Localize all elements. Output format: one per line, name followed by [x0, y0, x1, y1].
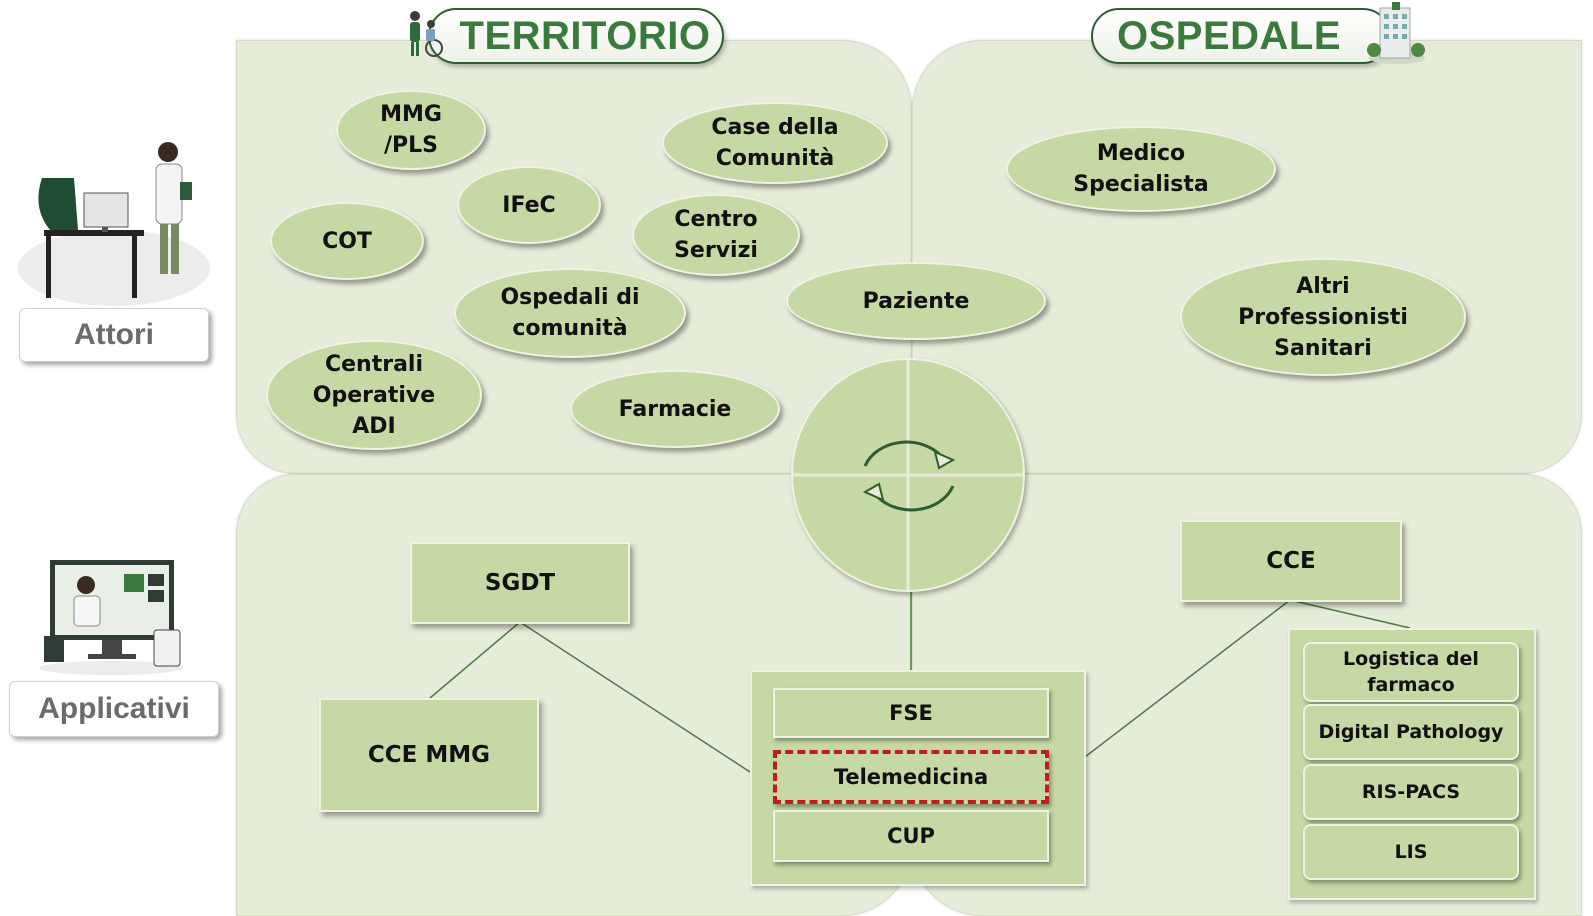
app-ris-pacs: RIS-PACS — [1303, 764, 1519, 820]
actor-centro-servizi: Centro Servizi — [632, 194, 800, 276]
actor-medico-specialista: Medico Specialista — [1006, 126, 1276, 212]
territorio-title: TERRITORIO — [459, 13, 711, 58]
ospedale-header: OSPEDALE — [1091, 8, 1391, 64]
doctor-wheelchair-icon — [410, 11, 443, 57]
applicativi-label-text: Applicativi — [38, 692, 190, 725]
app-sgdt: SGDT — [410, 542, 630, 624]
doctor-desk-illustration — [18, 142, 210, 306]
applicativi-label: Applicativi — [9, 681, 219, 737]
ospedale-title: OSPEDALE — [1116, 13, 1342, 58]
actor-ifec: IFeC — [457, 166, 601, 244]
telemedicine-computer-illustration — [39, 560, 183, 675]
hospital-building-icon — [1367, 2, 1425, 64]
territorio-header: TERRITORIO — [428, 8, 724, 64]
cycle-circle — [791, 358, 1025, 592]
actor-centrali-operative-adi: Centrali Operative ADI — [266, 340, 482, 450]
app-cce: CCE — [1180, 520, 1402, 602]
app-cup: CUP — [773, 810, 1049, 862]
actor-mmg-pls: MMG /PLS — [336, 90, 486, 170]
cce-to-telemedicina-line — [1063, 599, 1291, 774]
app-fse: FSE — [773, 688, 1049, 738]
actor-paziente: Paziente — [786, 262, 1046, 340]
actor-case-comunita: Case della Comunità — [662, 102, 888, 184]
app-lis: LIS — [1303, 824, 1519, 880]
sgdt-to-cce-mmg-line — [429, 621, 521, 699]
actor-ospedali-comunita: Ospedali di comunità — [454, 268, 686, 358]
app-telemedicina: Telemedicina — [773, 750, 1049, 804]
attori-label-text: Attori — [74, 318, 154, 351]
actor-altri-professionisti-sanitari: Altri Professionisti Sanitari — [1180, 258, 1466, 376]
attori-label: Attori — [19, 308, 209, 362]
actor-cot: COT — [270, 202, 424, 280]
sgdt-to-telemedicina-line — [519, 621, 771, 786]
ospedale-actors-quadrant — [912, 40, 1582, 474]
app-digital-pathology: Digital Pathology — [1303, 704, 1519, 760]
app-cce-mmg: CCE MMG — [319, 698, 539, 812]
cce-to-hospital-systems-line — [1289, 599, 1411, 629]
actor-farmacie: Farmacie — [570, 370, 780, 448]
app-logistica-farmaco: Logistica del farmaco — [1303, 642, 1519, 702]
refresh-cycle-icon — [793, 360, 1023, 590]
